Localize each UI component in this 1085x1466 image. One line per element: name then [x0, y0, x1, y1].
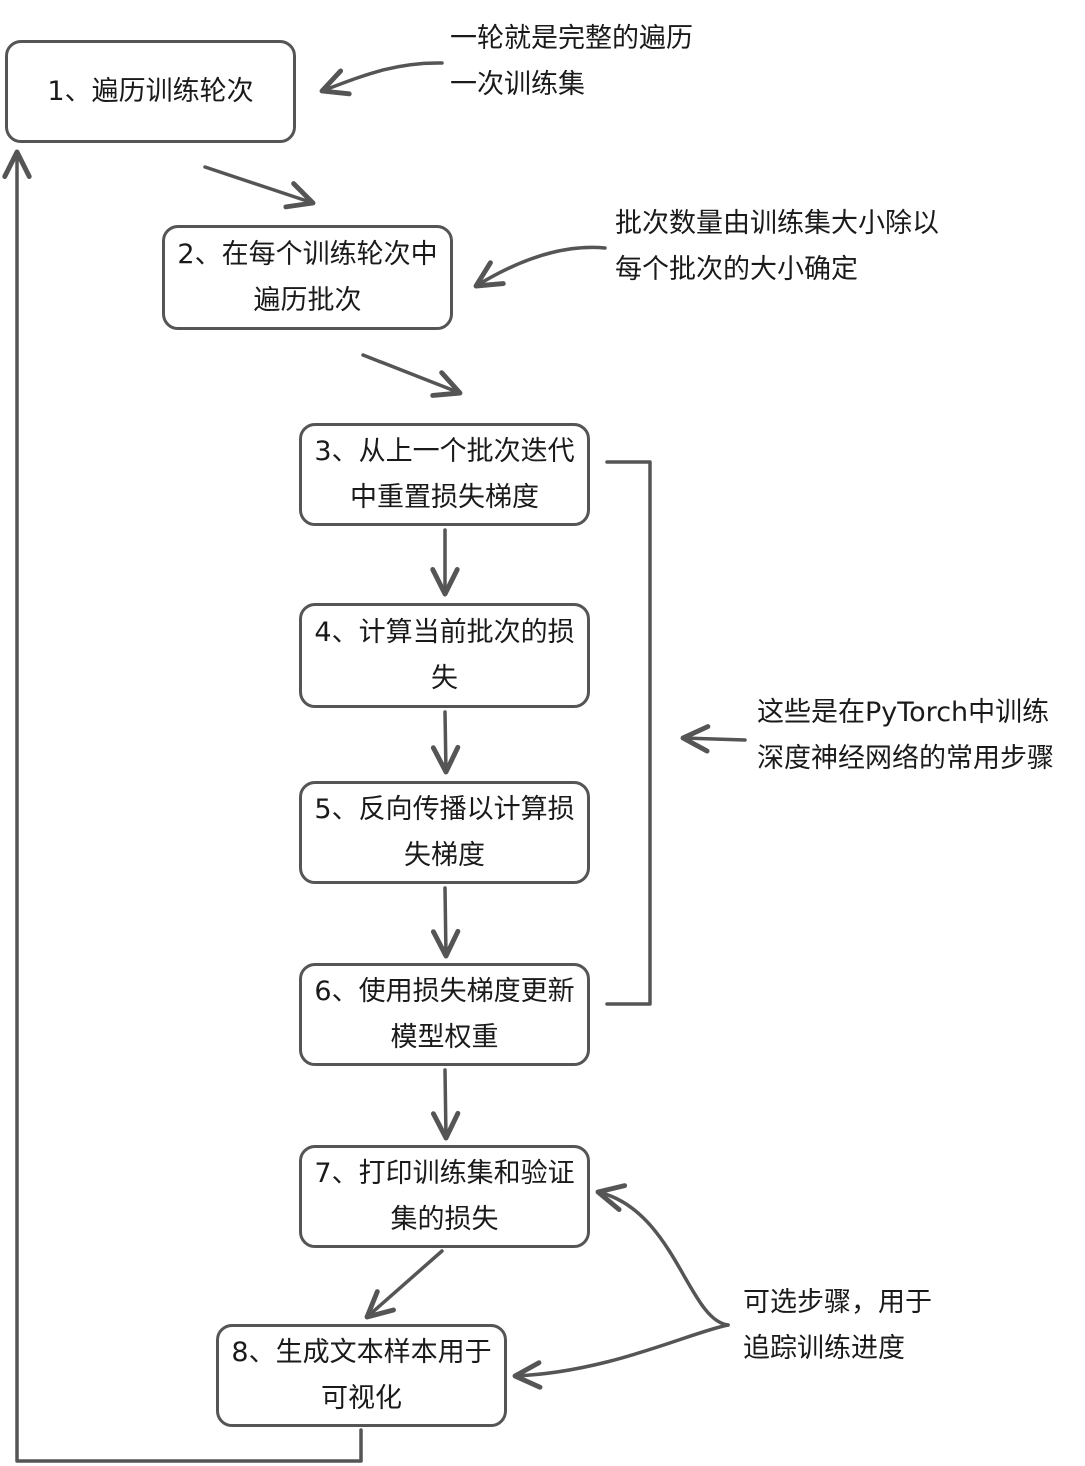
note-common-steps: 这些是在PyTorch中训练 深度神经网络的常用步骤	[757, 690, 1054, 782]
step-5-box: 5、反向传播以计算损失梯度	[299, 781, 590, 884]
note-optional-line1: 可选步骤，用于	[743, 1287, 932, 1318]
step-8-box: 8、生成文本样本用于可视化	[216, 1324, 507, 1427]
step-4-box: 4、计算当前批次的损失	[299, 603, 590, 708]
arrow-step4-to-step5	[430, 710, 461, 775]
arrow-note-batches	[473, 245, 607, 289]
note-common-line2: 深度神经网络的常用步骤	[757, 743, 1054, 774]
step-6-box: 6、使用损失梯度更新模型权重	[299, 963, 590, 1066]
step-4-label: 4、计算当前批次的损失	[314, 616, 575, 694]
note-batches: 批次数量由训练集大小除以 每个批次的大小确定	[615, 201, 939, 293]
arrow-step6-to-step7	[430, 1068, 461, 1141]
arrow-note-optional-to-step8	[512, 1323, 730, 1390]
step-5-label: 5、反向传播以计算损失梯度	[314, 793, 575, 871]
note-optional: 可选步骤，用于 追踪训练进度	[743, 1280, 932, 1372]
arrow-step2-to-step3	[361, 353, 463, 398]
step-7-label: 7、打印训练集和验证集的损失	[314, 1157, 575, 1235]
arrow-note-common	[680, 724, 747, 754]
step-6-label: 6、使用损失梯度更新模型权重	[314, 975, 575, 1053]
step-8-label: 8、生成文本样本用于可视化	[231, 1336, 492, 1414]
step-1-label: 1、遍历训练轮次	[47, 75, 254, 107]
note-epoch-line2: 一次训练集	[450, 69, 585, 100]
note-batches-line2: 每个批次的大小确定	[615, 254, 858, 285]
note-epoch-line1: 一轮就是完整的遍历	[450, 23, 693, 54]
step-2-box: 2、在每个训练轮次中遍历批次	[162, 225, 453, 330]
step-2-label: 2、在每个训练轮次中遍历批次	[177, 238, 438, 316]
step-7-box: 7、打印训练集和验证集的损失	[299, 1145, 590, 1248]
arrow-note-optional-to-step7	[595, 1183, 730, 1327]
note-optional-line2: 追踪训练进度	[743, 1333, 905, 1364]
note-epoch: 一轮就是完整的遍历 一次训练集	[450, 16, 693, 108]
arrow-loop-back-to-step1	[2, 149, 363, 1463]
arrow-step5-to-step6	[430, 886, 461, 959]
arrow-step1-to-step2	[203, 165, 316, 210]
step-1-box: 1、遍历训练轮次	[5, 40, 296, 143]
step-3-box: 3、从上一个批次迭代中重置损失梯度	[299, 423, 590, 526]
step-3-label: 3、从上一个批次迭代中重置损失梯度	[314, 435, 575, 513]
note-common-line1: 这些是在PyTorch中训练	[757, 697, 1050, 728]
bracket-steps-3-to-6	[605, 460, 652, 1006]
arrow-note-epoch	[319, 61, 444, 97]
note-batches-line1: 批次数量由训练集大小除以	[615, 208, 939, 239]
arrow-step7-to-step8	[364, 1249, 444, 1320]
